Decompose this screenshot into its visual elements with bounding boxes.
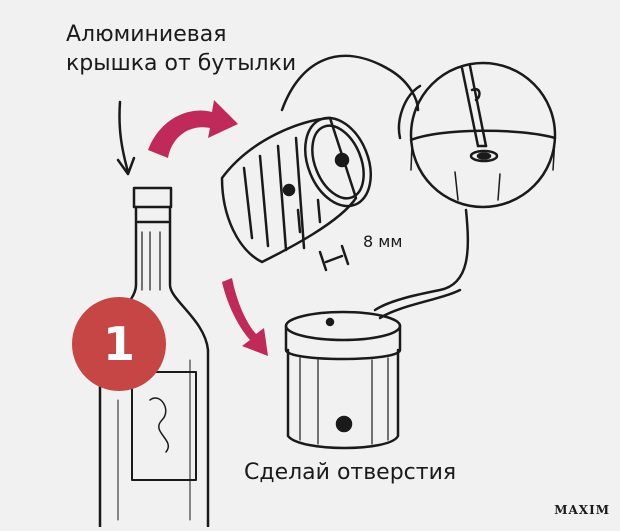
cap-caption-line2: крышка от бутылки <box>66 49 296 78</box>
step-badge: 1 <box>72 297 166 391</box>
callout-lines <box>282 56 468 318</box>
arrow-top <box>148 100 238 158</box>
instruction-label: Сделай отверстия <box>244 460 456 485</box>
brand-logo: MAXIM <box>554 503 610 517</box>
cap-upright-icon <box>286 312 400 448</box>
cap-tilted-icon <box>222 108 383 262</box>
dimension-label: 8 мм <box>363 232 402 251</box>
cap-caption-line1: Алюминиевая <box>66 20 296 49</box>
arrow-down <box>222 278 268 356</box>
cap-caption: Алюминиевая крышка от бутылки <box>66 20 296 78</box>
dimension-mark <box>320 246 348 270</box>
step-number: 1 <box>103 317 135 371</box>
pointer-arrow <box>118 102 134 174</box>
zoom-detail <box>411 63 555 207</box>
